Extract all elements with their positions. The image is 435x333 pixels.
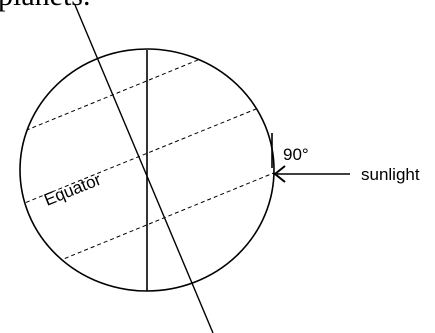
latitude-line-1 xyxy=(20,49,274,142)
tilted-rotation-axis xyxy=(74,4,214,333)
latitude-line-3 xyxy=(20,153,274,286)
angle-label: 90° xyxy=(283,145,309,164)
sunlight-label: sunlight xyxy=(361,165,420,184)
equator-label: Equator xyxy=(41,170,104,210)
caption-fragment-text: planets. xyxy=(0,0,90,14)
sunlight-arrowhead xyxy=(273,165,286,183)
